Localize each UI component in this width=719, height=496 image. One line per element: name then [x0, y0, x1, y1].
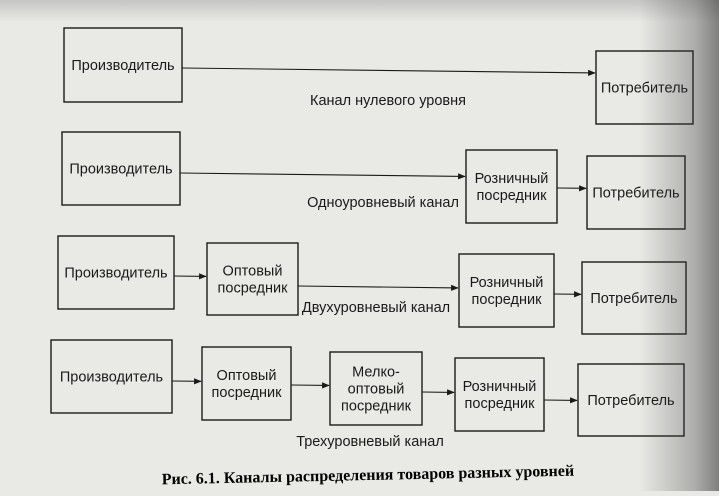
box-label: Потребитель	[587, 393, 674, 409]
arrows-layer	[172, 68, 595, 400]
row-3-channel-label: Двухуровневый канал	[302, 300, 450, 316]
row-2-channel-label: Одноуровневый канал	[307, 195, 459, 211]
row-1-channel-label: Канал нулевого уровня	[310, 93, 466, 109]
box-label: Производитель	[64, 266, 167, 282]
row-3-box-4: Потребитель	[582, 262, 686, 334]
box-label: Производитель	[71, 58, 174, 74]
row-4-box-5: Потребитель	[578, 364, 684, 436]
box-label: Потребитель	[601, 81, 688, 97]
row-1-box-2: Потребитель	[596, 51, 693, 124]
row-4-channel-label: Трехуровневый канал	[296, 434, 444, 450]
box-label: Потребитель	[590, 291, 677, 307]
box-label: Производитель	[60, 370, 163, 386]
figure-caption: Рис. 6.1. Каналы распределения товаров р…	[162, 463, 575, 489]
row-2-arrow-1	[180, 173, 465, 176]
row-3-arrow-2	[298, 286, 458, 288]
box-label: Производитель	[69, 162, 172, 178]
row-2-box-3: Потребитель	[587, 156, 685, 229]
row-2-box-1: Производитель	[62, 132, 180, 205]
row-1-arrow-1	[182, 68, 595, 73]
box-label: Потребитель	[592, 186, 679, 202]
boxes-layer: ПроизводительПотребительПроизводительРоз…	[51, 28, 693, 436]
row-3-box-1: Производитель	[58, 236, 174, 309]
row-4-box-1: Производитель	[51, 340, 172, 413]
row-1-box-1: Производитель	[64, 28, 182, 102]
